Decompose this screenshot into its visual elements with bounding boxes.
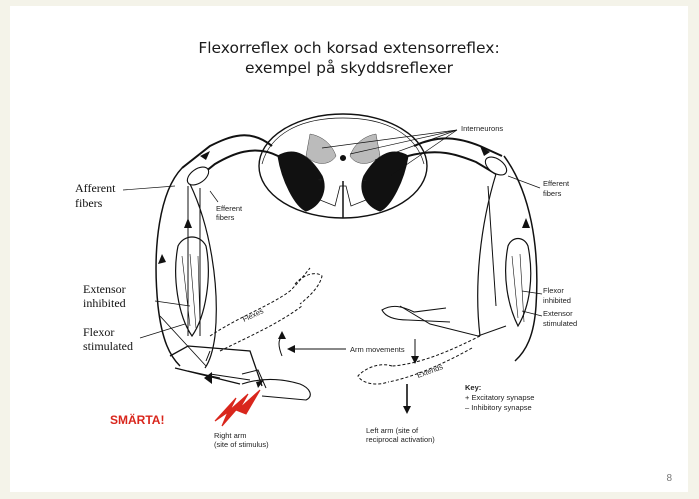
label-flexor-inhibited-1: Flexor xyxy=(543,286,564,295)
key-title: Key: xyxy=(465,383,481,392)
label-flexes: Flexes xyxy=(241,306,265,324)
left-arm-muscles xyxy=(160,237,262,386)
label-afferent-1: Afferent xyxy=(75,181,116,195)
label-flexor-stimulated-1: Flexor xyxy=(83,325,114,339)
label-efferent-left-2: fibers xyxy=(216,213,235,222)
label-afferent-2: fibers xyxy=(75,196,103,210)
pain-label: SMÄRTA! xyxy=(110,412,164,427)
right-arm-muscles xyxy=(400,239,531,337)
pain-lightning-icon xyxy=(215,390,260,426)
flexing-arm-dashed xyxy=(210,268,322,351)
key-inhibitory: – Inhibitory synapse xyxy=(465,403,532,412)
label-left-arm-1: Left arm (site of xyxy=(366,426,419,435)
label-extensor-stimulated-1: Extensor xyxy=(543,309,573,318)
label-extensor-stimulated-2: stimulated xyxy=(543,319,577,328)
label-flexor-stimulated-2: stimulated xyxy=(83,339,133,353)
solid-arms xyxy=(242,306,450,400)
label-arm-movements: Arm movements xyxy=(350,345,405,354)
label-extensor-inhibited-1: Extensor xyxy=(83,282,126,296)
label-left-arm-2: reciprocal activation) xyxy=(366,435,435,444)
label-efferent-right-1: Efferent xyxy=(543,179,570,188)
label-right-arm-1: Right arm xyxy=(214,431,247,440)
label-interneurons: Interneurons xyxy=(461,124,503,133)
cord-plus-sign: + xyxy=(318,175,323,184)
spinal-cord xyxy=(259,114,427,218)
label-extends: Extends xyxy=(416,362,445,380)
label-extensor-inhibited-2: inhibited xyxy=(83,296,126,310)
right-nerve xyxy=(408,138,537,361)
slide: Flexorreflex och korsad extensorreflex: … xyxy=(10,6,688,492)
reflex-diagram: Interneurons Afferent fibers Efferent fi… xyxy=(10,6,688,492)
label-flexor-inhibited-2: inhibited xyxy=(543,296,571,305)
label-right-arm-2: (site of stimulus) xyxy=(214,440,269,449)
label-efferent-left-1: Efferent xyxy=(216,204,243,213)
page-number: 8 xyxy=(666,473,672,484)
key-excitatory: + Excitatory synapse xyxy=(465,393,534,402)
label-efferent-right-2: fibers xyxy=(543,189,562,198)
